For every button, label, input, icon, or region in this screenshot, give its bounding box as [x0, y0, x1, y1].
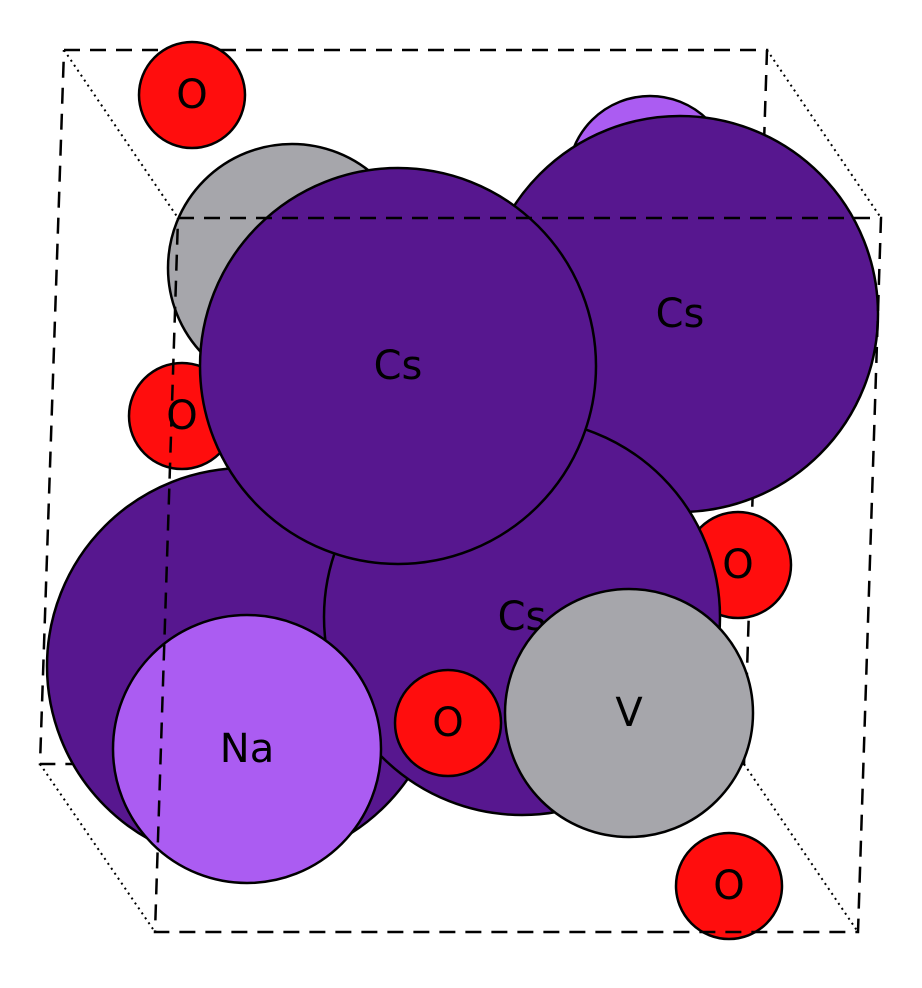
atom-label: Cs [374, 343, 423, 389]
atom-o: O [674, 831, 784, 941]
atom-label: O [713, 863, 744, 909]
atom-sphere [674, 831, 784, 941]
atom-label: V [615, 690, 643, 736]
atom-label: O [176, 72, 207, 118]
cell-edge-diagonal [766, 49, 882, 219]
atom-sphere [393, 668, 503, 778]
atom-cs: Cs [198, 166, 598, 566]
atom-sphere [503, 587, 755, 839]
cell-edge-diagonal [63, 49, 179, 219]
atom-label: O [432, 700, 463, 746]
atom-v: V [503, 587, 755, 839]
atom-sphere [198, 166, 598, 566]
atom-na: Na [111, 613, 383, 885]
atom-label: Cs [656, 291, 705, 337]
atom-sphere [137, 40, 247, 150]
unit-cell-front [153, 216, 883, 934]
atom-o: O [393, 668, 503, 778]
unit-cell-back [38, 48, 882, 933]
atom-sphere [111, 613, 383, 885]
atom-label: O [722, 542, 753, 588]
atom-label: Na [220, 726, 274, 772]
cell-edge-diagonal [743, 763, 859, 933]
cell-edge-diagonal [39, 763, 156, 933]
atom-o: O [137, 40, 247, 150]
cell-front-face [153, 216, 883, 934]
cell-back-face [38, 48, 769, 766]
